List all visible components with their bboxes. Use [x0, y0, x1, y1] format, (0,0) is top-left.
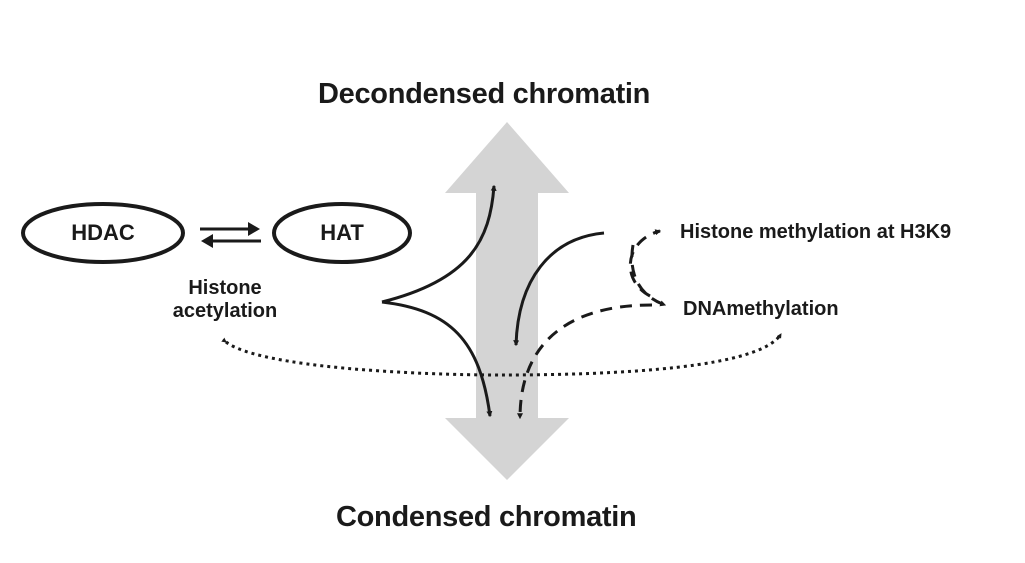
histone-acetylation-line2: acetylation — [172, 300, 278, 322]
dna-methylation-label: DNAmethylation — [683, 298, 839, 320]
histone-methylation-h3k9-label: Histone methylation at H3K9 — [680, 221, 952, 243]
acetylation-dna-crosstalk-dotted-arrow — [221, 333, 783, 377]
equilibrium-arrows — [200, 222, 261, 248]
decondensed-chromatin-title: Decondensed chromatin — [318, 78, 651, 110]
acetylation-to-condensed-arrow — [381, 300, 493, 418]
h3k9-to-condensed-arrow — [513, 231, 605, 347]
dna-to-h3k9-dashed-arrow — [628, 229, 662, 298]
condensed-chromatin-title: Condensed chromatin — [336, 501, 637, 533]
hat-label: HAT — [320, 220, 364, 245]
acetylation-to-decondensed-arrow — [381, 184, 497, 304]
hat-node — [272, 202, 412, 264]
chromatin-state-double-arrow — [445, 122, 569, 480]
hdac-label: HDAC — [71, 220, 135, 245]
hdac-node — [21, 202, 185, 264]
histone-acetylation-label: Histone acetylation — [150, 277, 300, 323]
h3k9-to-dna-dashed-arrow — [630, 244, 667, 307]
dna-to-condensed-dashed-arrow — [517, 303, 653, 420]
histone-acetylation-line1: Histone — [188, 277, 262, 299]
